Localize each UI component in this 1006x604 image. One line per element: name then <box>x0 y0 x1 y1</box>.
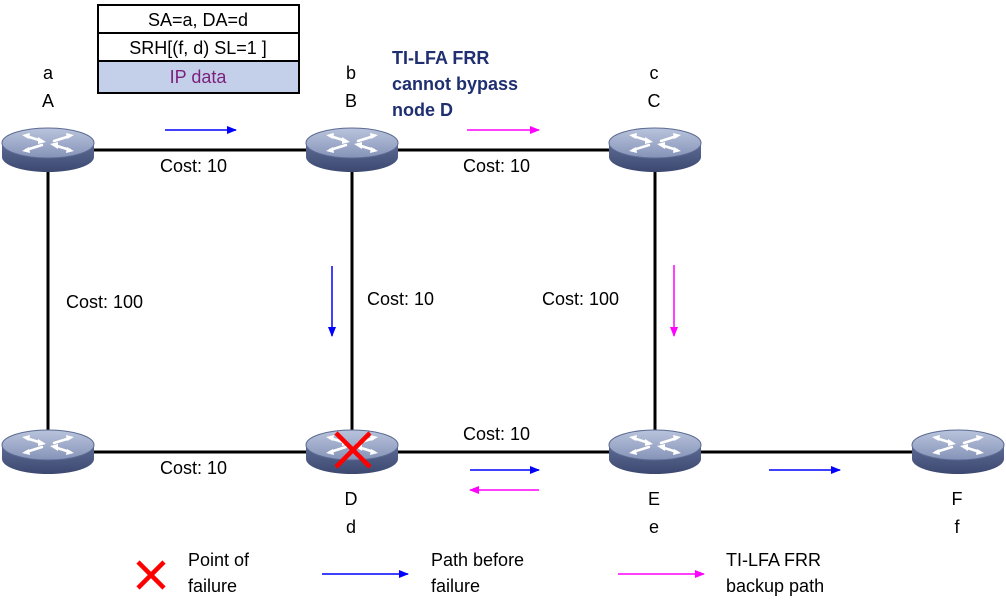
annotation-line-3: node D <box>392 100 453 120</box>
node-f-lower-label: f <box>954 517 960 537</box>
cost-label-b-d: Cost: 10 <box>367 289 434 309</box>
node-d-upper-label: D <box>345 489 358 509</box>
legend-before-line-2: failure <box>431 576 480 596</box>
node-a-upper-label: a <box>43 63 54 83</box>
node-c-upper-label: c <box>650 63 659 83</box>
annotation-line-1: TI-LFA FRR <box>392 48 489 68</box>
router-a-icon <box>0 126 96 174</box>
legend-failure-line-1: Point of <box>188 550 250 570</box>
cost-label-d-e: Cost: 10 <box>463 424 530 444</box>
router-b-icon <box>304 126 400 174</box>
header-line-1: SA=a, DA=d <box>148 10 248 30</box>
legend-backup-line-2: backup path <box>726 576 824 596</box>
annotation: TI-LFA FRR cannot bypass node D <box>392 48 518 120</box>
cost-label-left-d: Cost: 10 <box>160 458 227 478</box>
node-f-upper-label: F <box>952 489 963 509</box>
cost-label-a-left: Cost: 100 <box>66 292 143 312</box>
legend-backup-line-1: TI-LFA FRR <box>726 550 821 570</box>
node-b-upper-label: b <box>346 63 356 83</box>
links <box>46 148 958 454</box>
cost-label-b-c: Cost: 10 <box>463 156 530 176</box>
failure-cross-icon <box>334 431 372 469</box>
header-line-2: SRH[(f, d) SL=1 ] <box>129 38 267 58</box>
annotation-line-2: cannot bypass <box>392 74 518 94</box>
cost-label-a-b: Cost: 10 <box>160 156 227 176</box>
router-left-icon <box>0 428 96 476</box>
node-e-upper-label: E <box>648 489 660 509</box>
router-c-icon <box>607 126 703 174</box>
node-e-lower-label: e <box>649 517 659 537</box>
node-b-lower-label: B <box>345 91 357 111</box>
legend-failure-line-2: failure <box>188 576 237 596</box>
cost-label-c-e: Cost: 100 <box>542 289 619 309</box>
legend-before-line-1: Path before <box>431 550 524 570</box>
node-c-lower-label: C <box>648 91 661 111</box>
header-line-3: IP data <box>170 67 228 87</box>
packet-header-box: SA=a, DA=d SRH[(f, d) SL=1 ] IP data <box>97 4 300 94</box>
router-e-icon <box>607 428 703 476</box>
path-arrows <box>165 126 841 494</box>
legend-failure-icon <box>136 560 166 590</box>
node-d-lower-label: d <box>346 517 356 537</box>
router-f-icon <box>910 428 1006 476</box>
node-a-lower-label: A <box>42 91 54 111</box>
legend: Point of failure Path before failure TI-… <box>136 550 824 596</box>
